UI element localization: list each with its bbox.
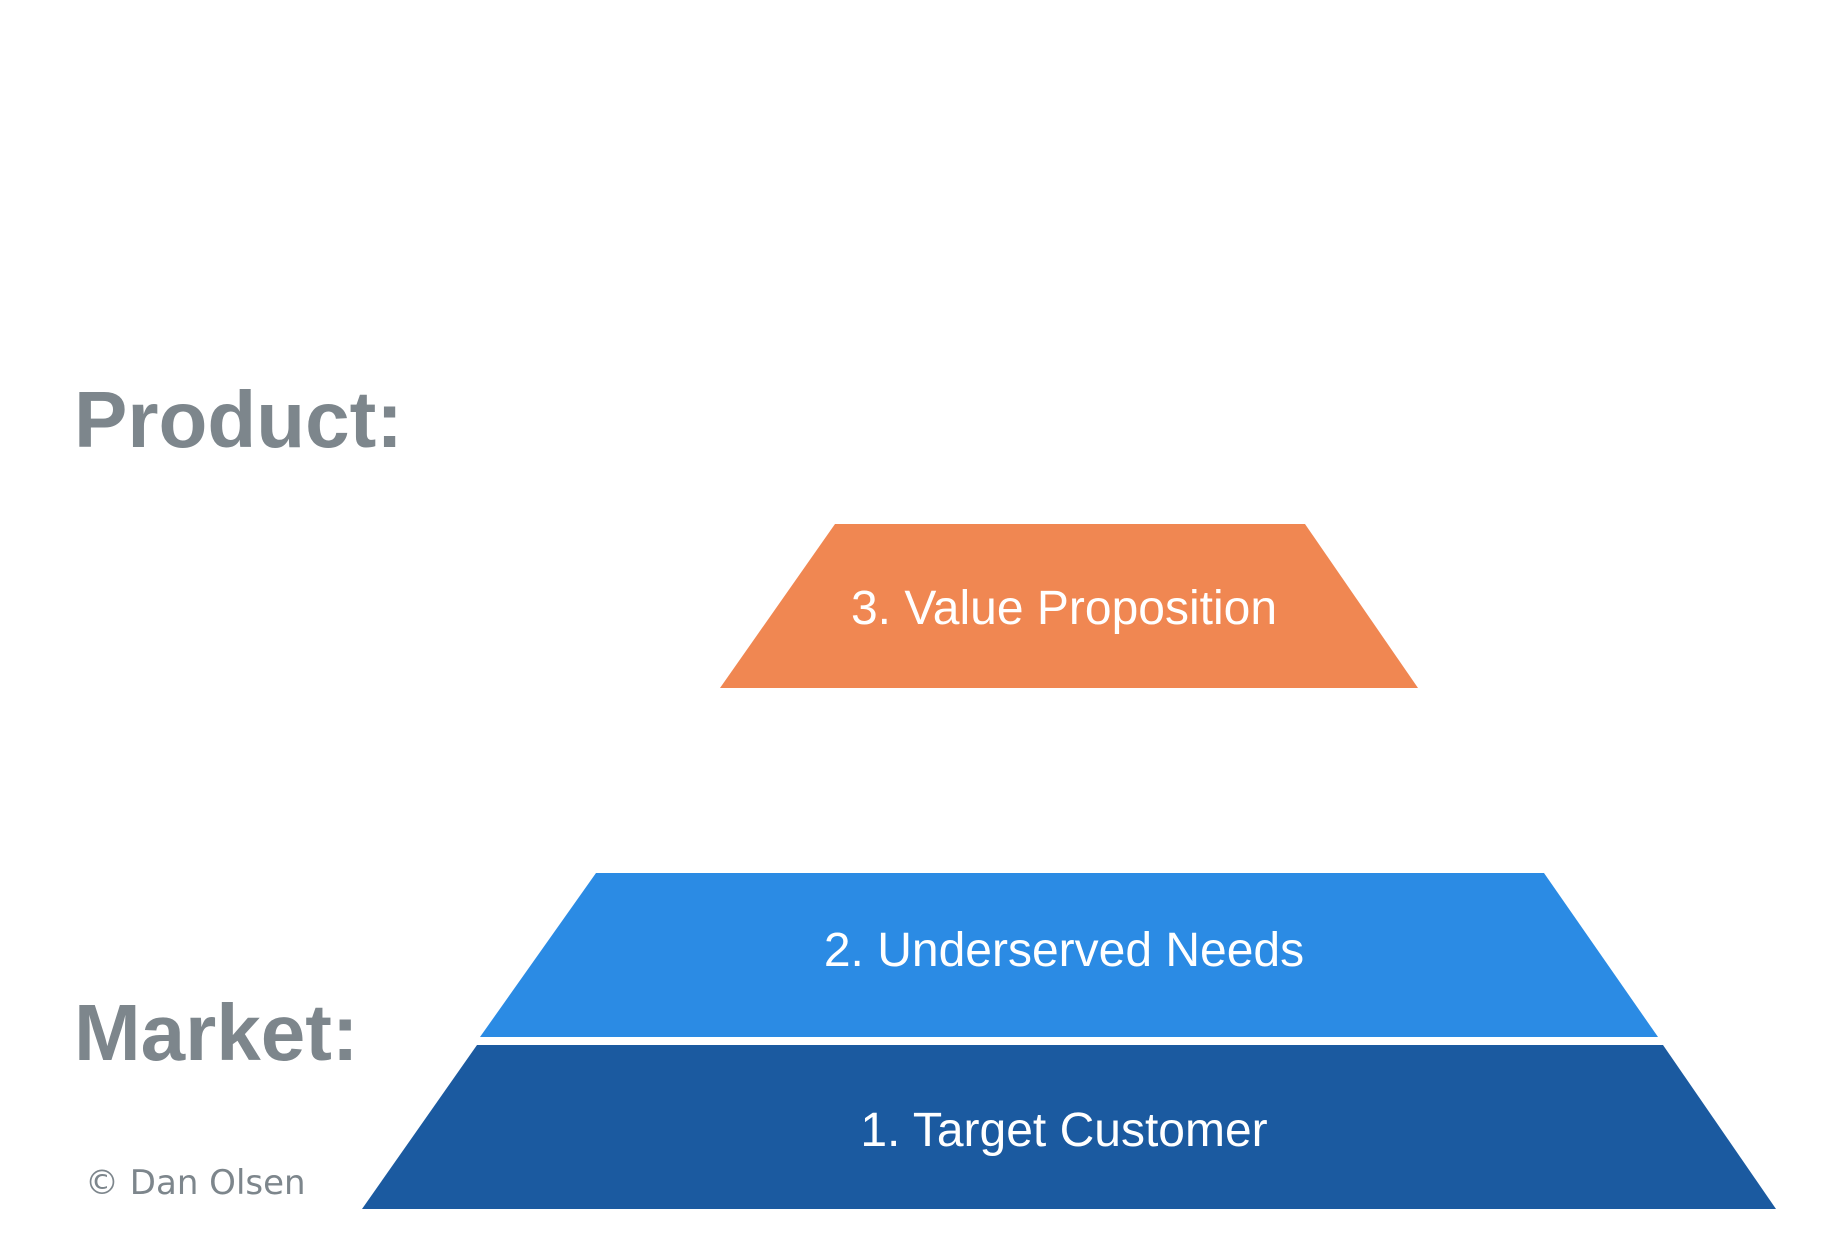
tier-value-proposition-shape xyxy=(720,524,1418,688)
tier-underserved-needs-label: 2. Underserved Needs xyxy=(824,924,1304,977)
tier-target-customer: 1. Target Customer xyxy=(362,1045,1776,1209)
tier-value-proposition-label: 3. Value Proposition xyxy=(851,582,1277,635)
tier-value-proposition: 3. Value Proposition xyxy=(720,524,1418,688)
tier-underserved-needs-shape xyxy=(480,873,1658,1037)
copyright-notice: © Dan Olsen xyxy=(85,1163,306,1203)
tier-underserved-needs: 2. Underserved Needs xyxy=(480,873,1658,1037)
product-label: Product: xyxy=(74,375,403,464)
tier-target-customer-label: 1. Target Customer xyxy=(860,1104,1267,1157)
market-label: Market: xyxy=(74,988,359,1077)
tier-target-customer-shape xyxy=(362,1045,1776,1209)
